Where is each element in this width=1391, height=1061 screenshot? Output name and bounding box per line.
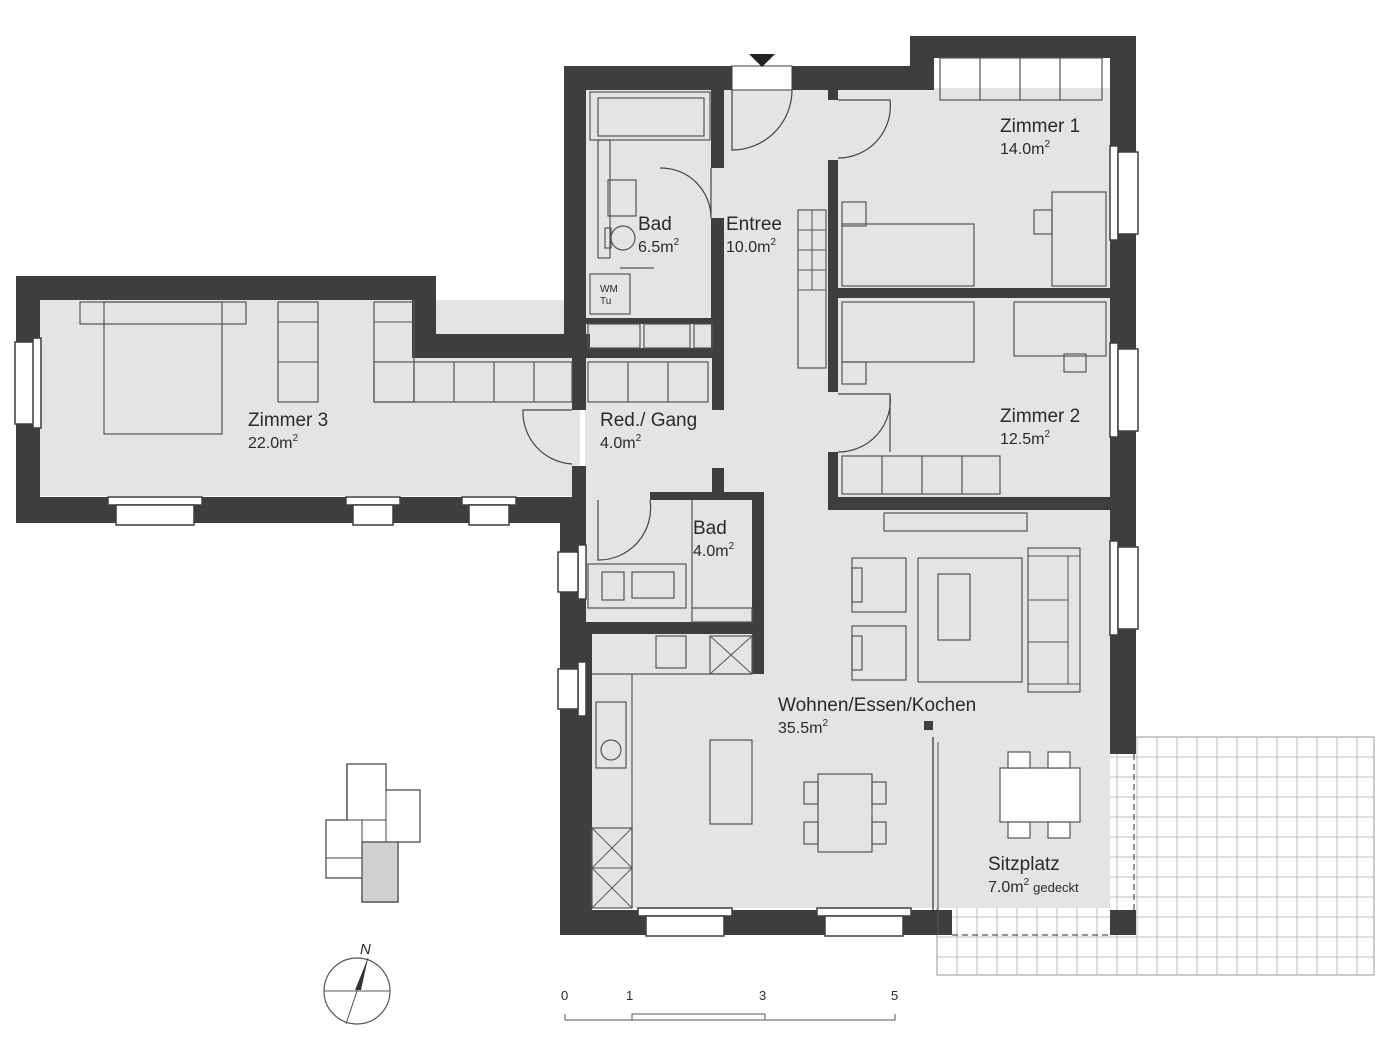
furniture (79, 57, 1107, 909)
room-name: Zimmer 1 (1000, 116, 1080, 137)
room-area: 10.0m2 (726, 237, 776, 256)
scale-tick-label: 1 (626, 988, 633, 1003)
room-area: 4.0m2 (693, 541, 735, 560)
dryer-label: Tu (600, 296, 611, 307)
room-area: 4.0m2 (600, 433, 642, 452)
room-name: Bad (693, 518, 727, 539)
scale-tick-label: 3 (759, 988, 766, 1003)
entrance-arrow-icon (749, 54, 775, 67)
compass-icon: N (323, 941, 391, 1025)
washer-label: WM (600, 284, 618, 295)
windows (14, 54, 1139, 937)
scale-tick-label: 0 (561, 988, 568, 1003)
site-plan-key (325, 763, 421, 903)
room-name: Entree (726, 214, 782, 235)
room-name: Sitzplatz (988, 854, 1060, 875)
scale-bar: 0 1 3 5 (561, 988, 898, 1021)
terrace-edge (932, 737, 1136, 936)
room-name: Wohnen/Essen/Kochen (778, 695, 976, 716)
room-name: Zimmer 3 (248, 410, 328, 431)
room-area: 12.5m2 (1000, 429, 1050, 448)
room-labels: Zimmer 1 14.0m2 Zimmer 2 12.5m2 Zimmer 3… (248, 116, 1080, 896)
room-name: Bad (638, 214, 672, 235)
room-name: Red./ Gang (600, 410, 697, 431)
room-area: 14.0m2 (1000, 139, 1050, 158)
room-area: 6.5m2 (638, 237, 680, 256)
scale-tick-label: 5 (891, 988, 898, 1003)
north-label: N (360, 941, 371, 958)
room-area: 22.0m2 (248, 433, 298, 452)
doors (522, 89, 891, 561)
room-area: 35.5m2 (778, 718, 828, 737)
room-name: Zimmer 2 (1000, 406, 1080, 427)
